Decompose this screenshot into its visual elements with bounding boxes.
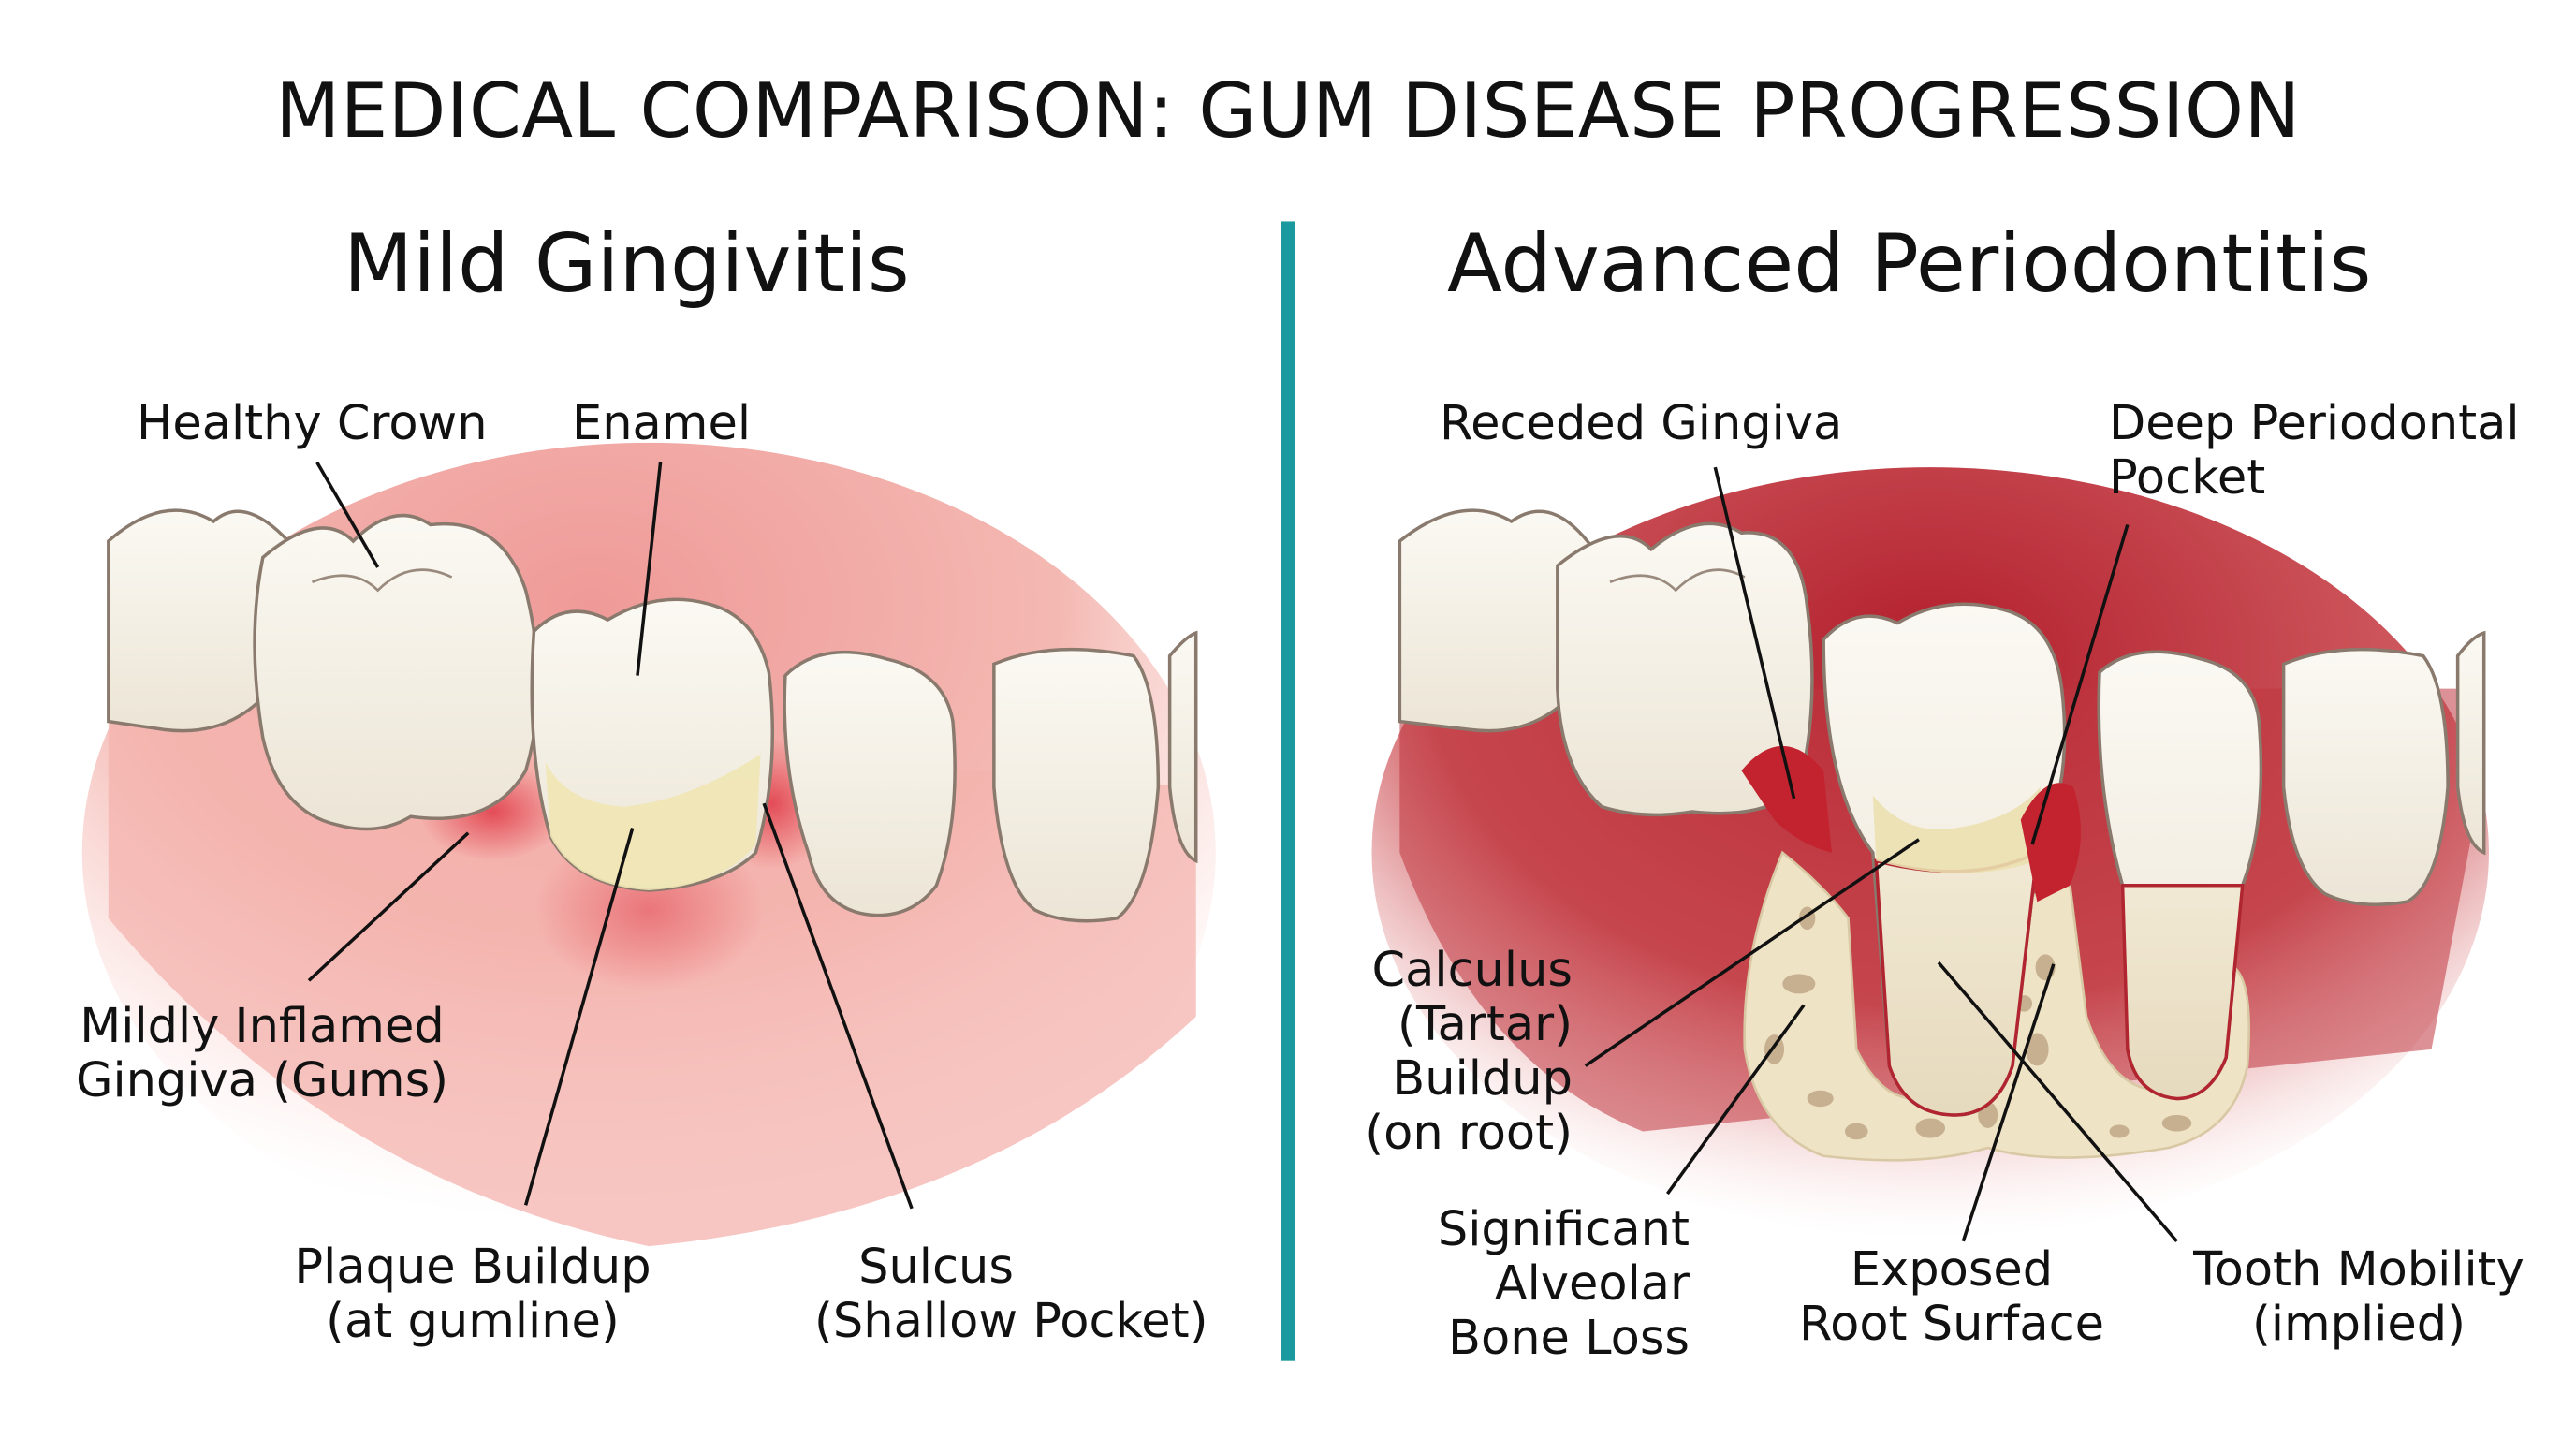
panel-divider [1281, 221, 1295, 1361]
advanced-illustration [1371, 467, 2489, 1239]
deep-pocket [2020, 783, 2081, 902]
label-receded-gingiva: Receded Gingiva [1440, 396, 1843, 451]
page-title: MEDICAL COMPARISON: GUM DISEASE PROGRESS… [275, 67, 2301, 154]
label-healthy-crown: Healthy Crown [137, 396, 488, 451]
label-alveolar-bone-loss: Significant Alveolar Bone Loss [1437, 1202, 1690, 1366]
label-deep-periodontal-pocket: Deep Periodontal Pocket [2109, 396, 2520, 506]
advanced-incisor-2 [2281, 647, 2450, 906]
advanced-leader-lines [1584, 466, 2178, 1242]
label-plaque-buildup: Plaque Buildup (at gumline) [294, 1240, 651, 1349]
label-exposed-root-surface: Exposed Root Surface [1798, 1242, 2105, 1352]
mild-leader-lines [307, 462, 914, 1210]
label-tooth-mobility: Tooth Mobility (implied) [2193, 1242, 2525, 1352]
mild-illustration [81, 442, 1216, 1263]
plaque-deposit [545, 754, 761, 891]
panel-title-advanced: Advanced Periodontitis [1447, 217, 2372, 311]
mild-incisor-1 [783, 650, 957, 917]
label-mildly-inflamed-gingiva: Mildly Inflamed Gingiva (Gums) [75, 999, 449, 1108]
mild-healthy-crown-tooth [253, 513, 540, 831]
mild-incisor-2 [992, 647, 1161, 923]
label-sulcus: Sulcus (Shallow Pocket) [814, 1240, 1208, 1349]
label-calculus-buildup: Calculus (Tartar) Buildup (on root) [1365, 943, 1573, 1161]
label-enamel: Enamel [572, 396, 752, 451]
advanced-molar [1556, 521, 1814, 817]
calculus-deposit [1872, 786, 2041, 873]
panel-title-mild: Mild Gingivitis [344, 217, 910, 311]
